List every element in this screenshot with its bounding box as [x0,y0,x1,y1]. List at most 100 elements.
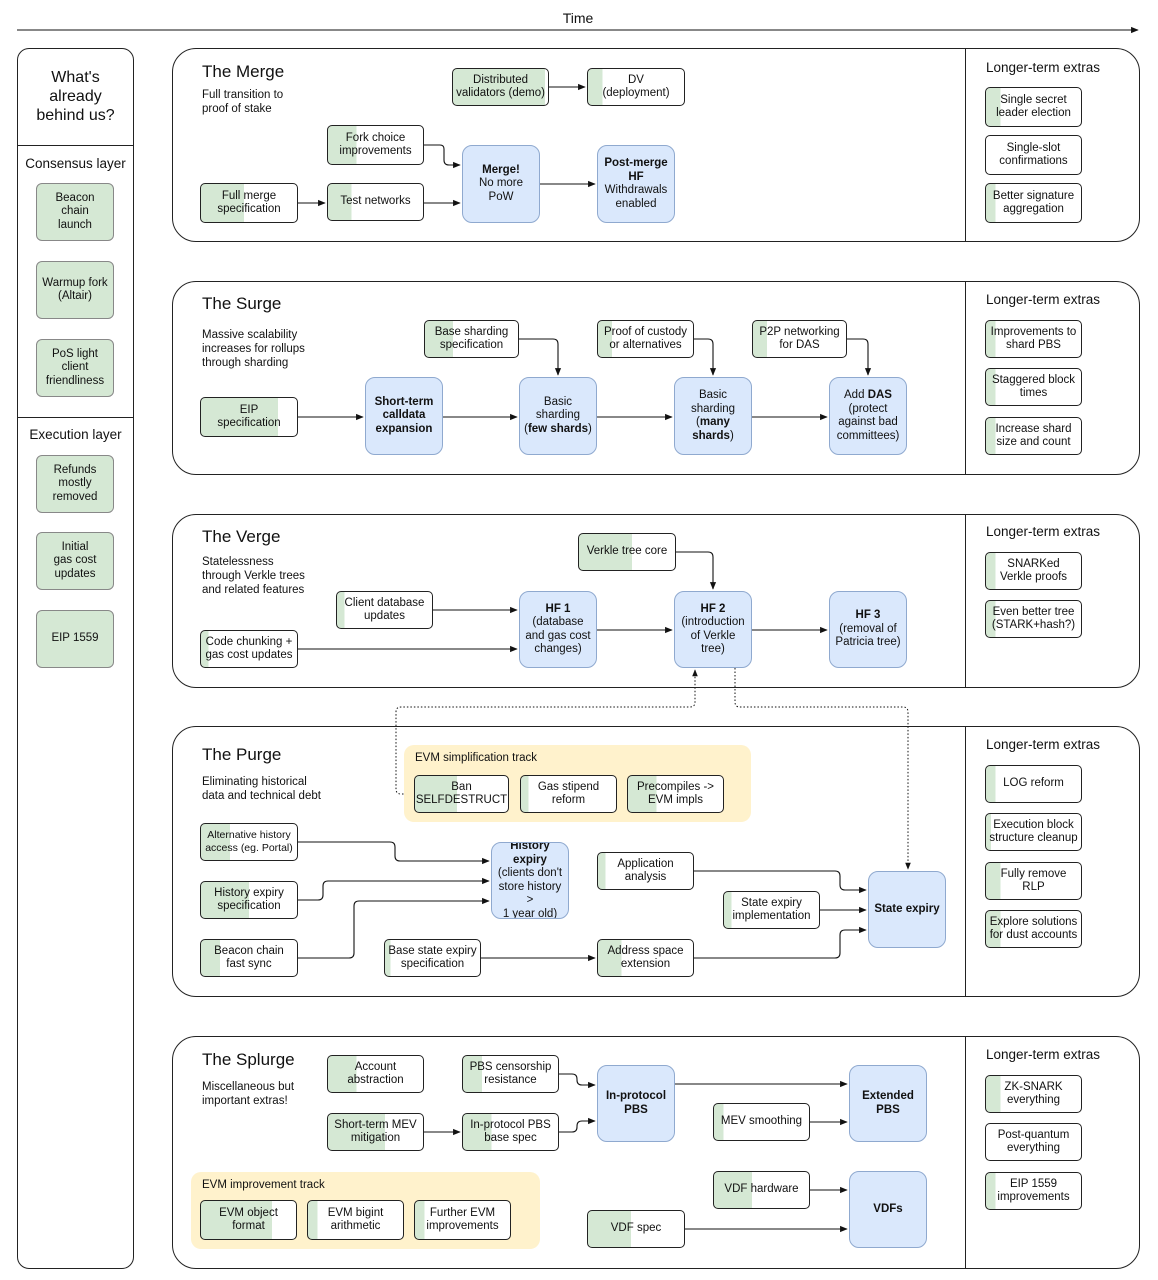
milestone-basic-sharding-many-text: Basic sharding ( [690,389,736,428]
milestone-basic-sharding-few: Basic sharding (few shards) [519,377,597,455]
milestone-hf2-title: HF 2 [700,602,726,615]
node-verkle-tree-core: Verkle tree core [578,533,676,571]
extra-zk-snark-everything: ZK-SNARK everything [985,1075,1082,1113]
milestone-basic-sharding-few-text: Basic sharding ( [524,395,581,435]
merge-description: Full transition to proof of stake [202,89,284,115]
milestone-extended-pbs: Extended PBS [849,1065,927,1142]
node-base-state-expiry-specification: Base state expiry specification [384,939,481,977]
node-mev-smoothing: MEV smoothing [713,1103,810,1141]
extra-post-quantum-everything: Post-quantum everything [985,1123,1082,1161]
node-proof-of-custody: Proof of custody or alternatives [597,320,694,358]
verge-extras-divider [965,514,966,688]
history-panel [17,48,134,1269]
merge-title: The Merge [202,62,285,81]
evm-simplification-track-title: EVM simplification track [415,752,538,764]
done-pos-light-client: PoS light client friendliness [36,339,114,397]
node-in-protocol-pbs-base-spec: In-protocol PBS base spec [462,1113,559,1151]
milestone-add-das-text: Add [844,389,868,401]
history-divider [17,145,134,146]
extra-fully-remove-rlp: Fully remove RLP [985,862,1082,900]
verge-panel [172,514,1140,688]
done-eip-1559: EIP 1559 [36,610,114,668]
purge-extras-title: Longer-term extras [986,737,1101,752]
verge-title: The Verge [202,527,281,546]
node-evm-bigint-arithmetic: EVM bigint arithmetic [307,1200,404,1240]
milestone-history-expiry-detail: (clients don't store history > 1 year ol… [497,867,563,919]
milestone-hf2: HF 2(introduction of Verkle tree) [674,591,752,668]
node-address-space-extension: Address space extension [597,939,694,977]
node-test-networks: Test networks [327,183,424,221]
evm-improvement-track-title: EVM improvement track [202,1179,325,1191]
node-p2p-networking-das: P2P networking for DAS [752,320,847,358]
extra-snarked-verkle-proofs: SNARKed Verkle proofs [985,552,1082,590]
extra-single-slot-confirmations: Single-slot confirmations [985,135,1082,175]
execution-layer-label: Execution layer [29,427,122,442]
milestone-in-protocol-pbs: In-protocol PBS [597,1065,675,1142]
splurge-extras-title: Longer-term extras [986,1047,1101,1062]
node-full-merge-specification: Full merge specification [200,183,298,223]
node-history-expiry-specification: History expiry specification [200,881,298,919]
layer-divider [17,417,134,418]
milestone-merge: Merge!No more PoW [462,145,540,223]
node-account-abstraction: Account abstraction [327,1055,424,1093]
node-alternative-history-access: Alternative history access (eg. Portal) [200,823,298,861]
done-beacon-chain-launch: Beacon chain launch [36,183,114,241]
purge-title: The Purge [202,745,282,764]
node-application-analysis: Application analysis [597,852,694,890]
node-short-term-mev-mitigation: Short-term MEV mitigation [327,1113,424,1151]
milestone-merge-title: Merge! [482,163,520,176]
extra-shard-pbs: Improvements to shard PBS [985,320,1082,358]
done-altair-fork: Warmup fork (Altair) [36,261,114,319]
milestone-hf1-detail: (database and gas cost changes) [525,616,591,655]
milestone-basic-sharding-few-end: ) [588,422,592,435]
milestone-state-expiry: State expiry [868,871,946,948]
purge-description: Eliminating historical data and technica… [202,776,321,802]
surge-extras-divider [965,281,966,475]
extra-better-signature-aggregation: Better signature aggregation [985,183,1082,223]
merge-panel [172,48,1140,242]
milestone-post-merge-title: Post-merge HF [604,157,668,183]
extra-log-reform: LOG reform [985,765,1082,803]
milestone-hf3-title: HF 3 [855,609,881,622]
milestone-hf3-detail: (removal of Patricia tree) [835,622,901,649]
node-client-database-updates: Client database updates [336,591,433,629]
extra-eip-1559-improvements: EIP 1559 improvements [985,1172,1082,1210]
node-dv-deployment: DV (deployment) [587,68,685,106]
node-pbs-censorship-resistance: PBS censorship resistance [462,1055,559,1093]
node-state-expiry-implementation: State expiry implementation [723,891,820,929]
milestone-add-das-bold: DAS [867,389,892,401]
node-base-sharding-specification: Base sharding specification [424,320,519,358]
milestone-merge-detail: No more PoW [478,177,524,203]
milestone-basic-sharding-many: Basic sharding (many shards) [674,377,752,455]
merge-extras-divider [965,48,966,242]
milestone-basic-sharding-many-end: ) [729,429,734,442]
milestone-basic-sharding-many-bold: many shards [692,416,730,442]
node-further-evm-improvements: Further EVM improvements [414,1200,511,1240]
extra-better-tree: Even better tree (STARK+hash?) [985,600,1082,638]
surge-description: Massive scalability increases for rollup… [202,329,305,369]
node-code-chunking: Code chunking + gas cost updates [200,630,298,668]
surge-extras-title: Longer-term extras [986,292,1101,307]
done-initial-gas-cost: Initial gas cost updates [36,532,114,590]
splurge-panel [172,1036,1140,1269]
merge-extras-title: Longer-term extras [986,60,1101,75]
verge-extras-title: Longer-term extras [986,524,1101,539]
splurge-extras-divider [965,1036,966,1269]
consensus-layer-label: Consensus layer [25,156,126,171]
surge-title: The Surge [202,294,282,313]
milestone-history-expiry: History expiry(clients don't store histo… [491,842,569,919]
extra-execution-block-cleanup: Execution block structure cleanup [985,813,1082,851]
milestone-vdfs: VDFs [849,1171,927,1248]
node-vdf-spec: VDF spec [587,1210,685,1248]
extra-single-secret-leader-election: Single secret leader election [985,87,1082,127]
milestone-hf1-title: HF 1 [545,602,571,615]
node-evm-object-format: EVM object format [200,1200,297,1240]
verge-description: Statelessness through Verkle trees and r… [202,556,305,596]
node-eip-specification: EIP specification [200,397,298,437]
extra-dust-accounts: Explore solutions for dust accounts [985,910,1082,948]
milestone-hf3: HF 3(removal of Patricia tree) [829,591,907,668]
purge-extras-divider [965,726,966,997]
extra-staggered-block-times: Staggered block times [985,368,1082,406]
purge-panel [172,726,1140,997]
